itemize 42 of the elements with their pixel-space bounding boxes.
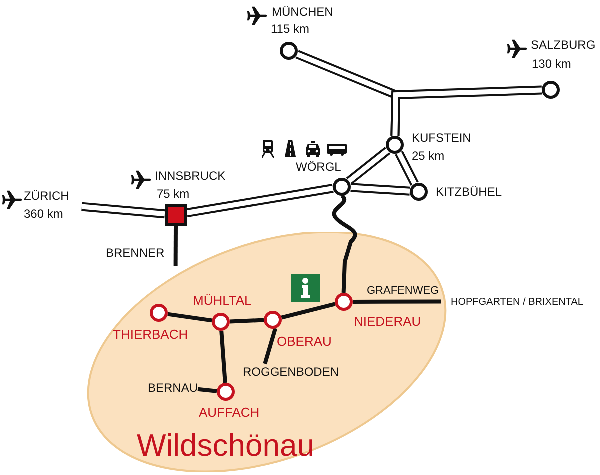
city-square bbox=[165, 204, 187, 226]
road-line bbox=[168, 312, 212, 323]
place-name: ZÜRICH 360 km bbox=[24, 187, 82, 223]
town-circle bbox=[410, 183, 428, 201]
place-name: WÖRGL bbox=[296, 160, 342, 174]
distance-label: 25 km bbox=[412, 149, 445, 163]
place-name: AUFFACH bbox=[199, 405, 260, 420]
place-name: MÜHLTAL bbox=[193, 293, 252, 308]
road-line bbox=[281, 302, 336, 320]
town-circle bbox=[542, 81, 560, 99]
town-circle bbox=[280, 42, 298, 60]
place-name: KUFSTEIN bbox=[412, 131, 472, 145]
road-line bbox=[395, 150, 419, 186]
place-name: INNSBRUCK bbox=[155, 169, 226, 183]
distance-label: 130 km bbox=[532, 57, 572, 71]
road-line bbox=[82, 202, 166, 219]
road-line bbox=[353, 300, 441, 304]
place-name: OBERAU bbox=[277, 334, 332, 349]
place-name: BRENNER bbox=[106, 245, 178, 266]
road-line bbox=[350, 183, 410, 196]
distance-label: 115 km bbox=[271, 22, 310, 36]
road-line bbox=[220, 330, 228, 384]
road-line bbox=[198, 387, 218, 394]
road-line bbox=[174, 226, 178, 266]
road-line bbox=[263, 328, 278, 365]
place-name: MÜNCHEN bbox=[272, 5, 334, 19]
road-line bbox=[346, 147, 391, 185]
place-name: KITZBÜHEL bbox=[436, 185, 502, 199]
distance-label: 75 km bbox=[157, 187, 190, 201]
region-name: Wildschönau bbox=[137, 428, 314, 464]
place-name: BERNAU bbox=[144, 380, 198, 397]
town-circle bbox=[386, 136, 404, 154]
road-line bbox=[186, 184, 334, 218]
road-name: GRAFENWEG bbox=[367, 284, 440, 298]
town-circle bbox=[333, 178, 351, 196]
place-name: HOPFGARTEN / BRIXENTAL bbox=[441, 295, 597, 310]
place-name: SALZBURG bbox=[531, 38, 596, 52]
road-line bbox=[230, 318, 264, 324]
place-name: NIEDERAU bbox=[354, 314, 422, 329]
road-line bbox=[390, 86, 542, 136]
place-name: THIERBACH bbox=[113, 327, 188, 342]
road-line bbox=[332, 194, 358, 294]
